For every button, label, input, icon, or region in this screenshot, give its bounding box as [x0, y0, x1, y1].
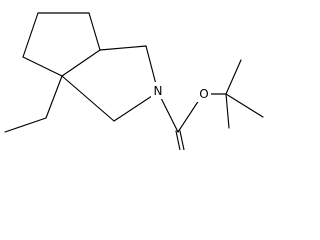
ester-oxygen-label: O	[199, 87, 208, 101]
bond-c1-c2	[22, 12, 39, 58]
atom-ester-oxygen: O	[197, 85, 211, 102]
ethyl-group	[4, 75, 63, 133]
cyclopentane-ring	[22, 12, 101, 77]
bond-n-ch2-lower	[113, 91, 159, 122]
bond-tbutyl-methyl-top	[225, 59, 242, 95]
bond-ring-fusion	[61, 49, 101, 77]
bond-c4-ch2-upper	[99, 45, 147, 51]
ester-oxygen-label-background	[197, 85, 211, 102]
nitrogen-label-background	[151, 82, 165, 99]
bond-carbonyl-double-2	[179, 130, 185, 150]
boc-group	[157, 59, 264, 150]
chemical-structure: N O	[4, 12, 264, 150]
bond-c5-c4	[88, 12, 101, 51]
nitrogen-label: N	[154, 84, 163, 98]
bond-ch2-lower-c3	[61, 75, 115, 122]
bond-tbutyl-methyl-bottom	[225, 93, 230, 129]
atom-nitrogen: N	[151, 82, 165, 99]
bond-c3-ethyl-ch2	[45, 75, 63, 119]
pyrrolidine-ring	[61, 45, 159, 122]
bond-carbonyl-double-1	[175, 130, 181, 150]
bond-ethyl-ch2-ch3	[4, 117, 47, 133]
bond-tbutyl-methyl-right	[225, 93, 264, 118]
bond-c2-c3	[22, 56, 63, 77]
